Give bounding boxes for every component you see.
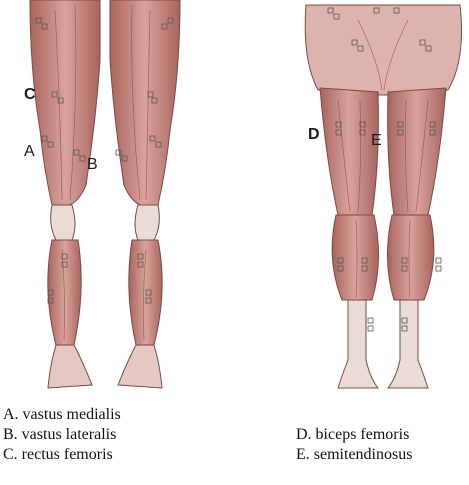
label-a: A — [24, 144, 35, 160]
back-leg-diagram: D E — [298, 0, 469, 400]
back-leg-illustration — [298, 0, 469, 400]
right-calf — [387, 215, 433, 300]
legend-item-d: D. biceps femoris — [296, 425, 412, 445]
legend-item-b: B. vastus lateralis — [3, 425, 121, 445]
left-hamstring — [320, 88, 378, 215]
right-ankle — [388, 300, 428, 388]
legend-item-c: C. rectus femoris — [3, 445, 121, 465]
right-hamstring — [388, 88, 446, 215]
legend-item-e: E. semitendinosus — [296, 445, 412, 465]
gluteal-region — [305, 5, 461, 95]
left-thigh — [30, 0, 100, 205]
label-d: D — [308, 127, 320, 143]
label-b: B — [87, 157, 98, 173]
left-ankle — [338, 300, 378, 388]
legend-front: A. vastus medialis B. vastus lateralis C… — [3, 405, 121, 465]
label-e: E — [371, 133, 382, 149]
front-leg-illustration — [0, 0, 220, 395]
right-knee — [135, 205, 159, 240]
left-calf — [332, 215, 378, 300]
front-leg-diagram: C A B — [0, 0, 220, 395]
label-c: C — [24, 87, 36, 103]
legend-item-a: A. vastus medialis — [3, 405, 121, 425]
left-foot — [48, 345, 92, 388]
legend-back: D. biceps femoris E. semitendinosus — [296, 425, 412, 465]
left-knee — [51, 205, 75, 240]
right-foot — [118, 345, 162, 388]
right-thigh — [110, 0, 180, 205]
